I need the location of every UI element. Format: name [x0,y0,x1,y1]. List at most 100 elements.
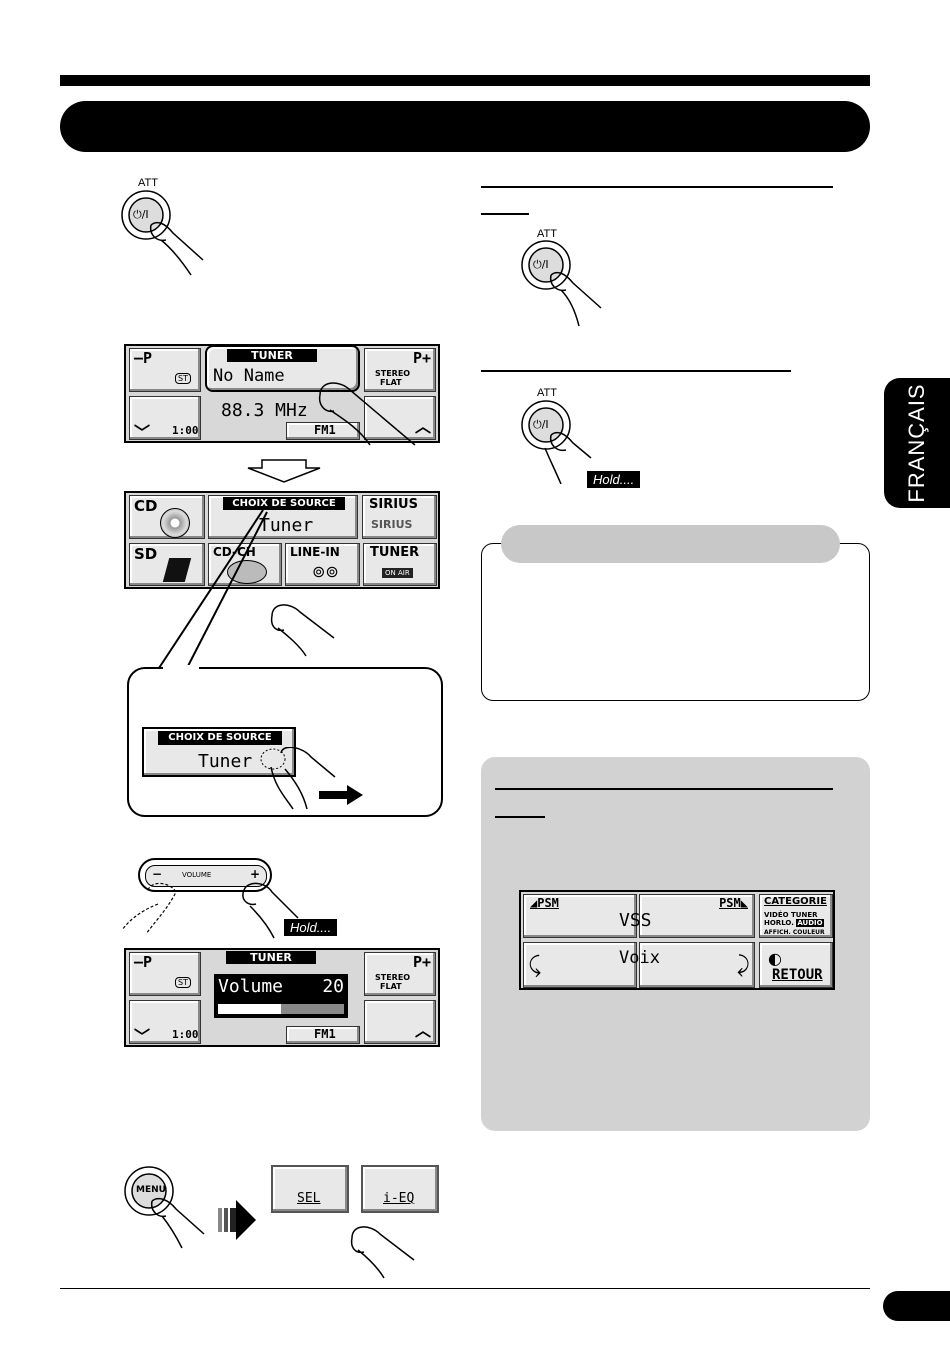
page-number-tab [883,1291,950,1321]
categorie-key[interactable]: CATEGORIE VIDÉO TUNER HORLO. AUDIO AFFIC… [759,894,833,938]
preset-down-label: –P [134,349,153,367]
volume-rocker[interactable]: − VOLUME + [138,858,272,892]
tip-rule-2 [495,816,545,818]
preset-up-label-2: P+ [412,953,431,971]
chevron-up-icon-2: ︿ [414,1021,431,1040]
cat-line-3: AFFICH. COULEUR [764,929,825,936]
vss-value: VSS [619,910,652,931]
menu-button[interactable]: MENU [124,1166,205,1249]
stereo-label-2: STEREO [375,973,411,982]
finger-icon-3 [350,1226,415,1279]
retour-label: RETOUR [772,967,823,983]
band-key[interactable]: FM1 [286,422,360,440]
sirius-source-key[interactable]: SIRIUS SIRIUS [362,495,437,539]
callout-tag: CHOIX DE SOURCE [158,731,282,745]
choix-tag: CHOIX DE SOURCE [223,497,345,510]
band-key-2[interactable]: FM1 [286,1026,360,1044]
power-hand-icon-3 [521,400,592,485]
psm-left-label: ◢PSM [530,896,559,910]
voix-left-key[interactable]: ⤹ [523,942,637,988]
volume-fingers-icon [121,882,299,939]
st-indicator: ST [175,373,191,384]
retour-key[interactable]: ◐ RETOUR [759,942,833,988]
chevron-down-icon: ﹀ [134,423,151,442]
tuner-volume-display: –P ST TUNER P+ STEREO FLAT ﹀ 1:00 FM1 ︿ … [124,948,440,1047]
tuner-label: TUNER [370,545,420,560]
chevron-up-icon: ︿ [414,417,431,436]
att-label-3: ATT [537,387,557,399]
header-title-bar [60,101,870,152]
heading-rule-2 [481,370,791,372]
volume-minus-label: − [152,867,163,881]
heading-rule-1b [481,213,529,215]
cat-line-2: HORLO. AUDIO [764,919,824,927]
power-button-3[interactable]: ⏻/I [521,400,592,485]
power-hand-icon-2 [521,240,602,327]
volume-label: VOLUME [182,871,212,879]
clock: 1:00 [172,424,199,437]
preset-up-key[interactable]: P+ STEREO FLAT [364,348,436,392]
preset-up-key-2[interactable]: P+ STEREO FLAT [364,952,436,996]
ieq-label: i-EQ [383,1191,415,1206]
cd-source-key[interactable]: CD [129,495,205,539]
psm-left-key[interactable]: ◢PSM [523,894,637,938]
station-name: No Name [213,366,285,386]
volume-bar-fill [218,1004,281,1014]
power-symbol-2: ⏻/I [533,258,549,271]
volume-rocker-inner: − VOLUME + [145,865,267,887]
att-label-2: ATT [537,228,557,240]
sd-source-key[interactable]: SD [129,543,205,586]
volume-plus-label: + [249,867,260,881]
volume-overlay-label: Volume [218,976,284,997]
chevron-down-icon-2: ﹀ [134,1027,151,1046]
preset-down-key-2[interactable]: –P ST [129,952,201,996]
seek-up-key[interactable]: ︿ [364,396,436,440]
finger-icon-2 [270,604,335,657]
seek-up-key-2[interactable]: ︿ [364,1000,436,1044]
power-symbol: ⏻/I [133,208,149,221]
callout-pointer [158,510,268,669]
menu-hand-icon [124,1166,205,1249]
heading-rule-1 [481,186,833,188]
tuner-source-key[interactable]: TUNER ON AIR [363,543,437,586]
power-hand-icon [121,190,204,276]
volume-overlay: Volume 20 [214,974,348,1018]
source-display: CD CHOIX DE SOURCE Tuner SIRIUS SIRIUS S… [124,491,440,589]
source-tag-key[interactable]: TUNER No Name [205,345,360,392]
tuner-display: –P ST TUNER No Name P+ STEREO FLAT ﹀ 1:0… [124,344,440,443]
band-label: FM1 [314,423,336,437]
clock-2: 1:00 [172,1028,199,1041]
preset-down-key[interactable]: –P ST [129,348,201,392]
right-arrow-icon [218,1200,256,1240]
flat-label-2: FLAT [380,982,402,991]
power-button-2[interactable]: ⏻/I [521,240,602,327]
sel-key[interactable]: SEL [271,1165,349,1213]
ieq-key[interactable]: i-EQ [361,1165,439,1213]
sd-label: SD [134,545,158,563]
voix-right-key[interactable]: ⤸ [639,942,755,988]
rotate-right-icon: ⤸ [736,953,750,978]
selected-source: Tuner [259,515,314,536]
psm-right-key[interactable]: PSM◣ [639,894,755,938]
hold-badge-volume: Hold.... [284,919,338,936]
seek-down-key[interactable]: ﹀ 1:00 [129,396,201,442]
disc-icon [160,508,190,538]
vss-display: ◢PSM PSM◣ VSS CATEGORIE VIDÉO TUNER HORL… [519,890,835,990]
language-tab-label: FRANÇAIS [904,383,929,503]
psm-right-label: PSM◣ [719,896,748,910]
power-button[interactable]: ⏻/I [121,190,204,276]
linein-source-key[interactable]: LINE-IN ⊚⊚ [285,543,360,586]
seek-down-key-2[interactable]: ﹀ 1:00 [129,1000,201,1046]
menu-keys: SEL i-EQ [271,1165,439,1215]
preset-up-label: P+ [412,349,431,367]
categorie-label: CATEGORIE [764,896,827,907]
volume-bar-track [218,1004,344,1014]
sirius-label: SIRIUS [369,497,418,512]
voix-value: Voix [619,948,660,968]
finger-icon [318,382,416,446]
swipe-finger-icon [260,747,363,810]
language-tab: FRANÇAIS [884,378,950,508]
selected-source-key[interactable]: CHOIX DE SOURCE Tuner [208,495,358,539]
callout-source-key[interactable]: CHOIX DE SOURCE Tuner [142,727,296,777]
callout-gap [163,665,199,671]
